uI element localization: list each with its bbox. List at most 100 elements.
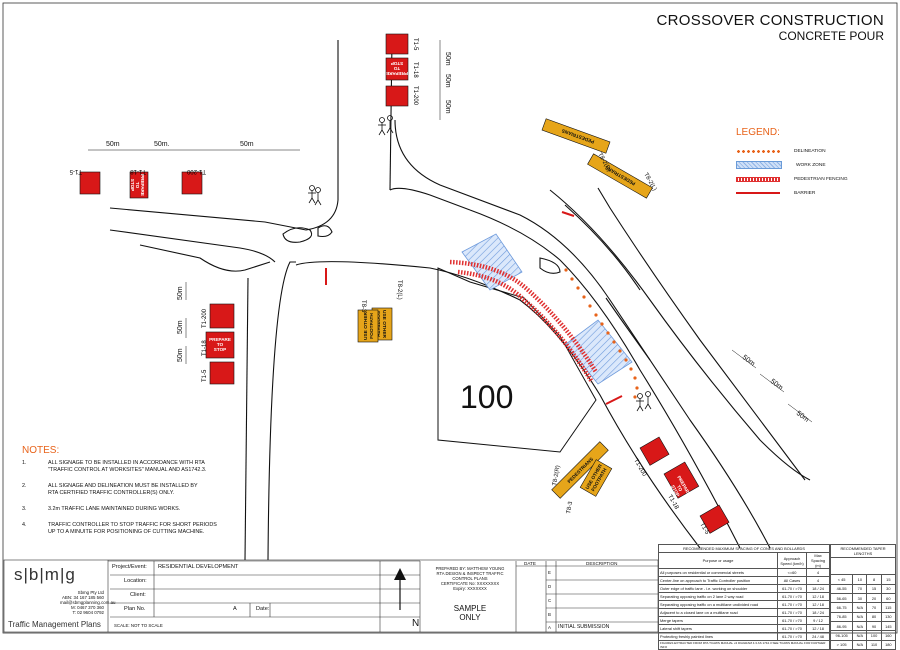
table-cell: 30 <box>880 583 897 595</box>
svg-text:STOP: STOP <box>214 347 226 352</box>
table-cell: 160 <box>880 630 897 641</box>
table-cell: 10 <box>852 574 868 585</box>
table-cell: 145 <box>880 620 897 632</box>
table-cell: 18 / 24 <box>806 584 830 593</box>
road-ext <box>109 229 651 361</box>
table-cell: 70 <box>852 583 868 595</box>
table-cell: 66-75 <box>829 602 854 613</box>
table-cell: 4 <box>806 576 830 585</box>
sign-code: T1-200 <box>202 308 208 328</box>
delineation <box>564 268 639 399</box>
table-cell: <=60 <box>776 568 808 577</box>
prepared-by: PREPARED BY: MATTHEW YOUNG RTA DESIGN & … <box>435 566 505 591</box>
note-item: 4. TRAFFIC CONTROLLER TO STOP TRAFFIC FO… <box>22 522 217 535</box>
table-cell: 80 <box>866 611 882 622</box>
table-cell: 61-70 / >70 <box>776 600 808 609</box>
table-cell: 15 <box>866 583 882 595</box>
dim-label: 50m <box>444 100 451 114</box>
barriers <box>325 211 623 405</box>
dim-label: 50m <box>106 141 120 148</box>
dim-label: 50m <box>177 348 184 362</box>
table-cell: 18 / 24 <box>806 608 830 617</box>
table-heading: RECOMMENDED MAXIMUM SPACING OF CONES AND… <box>658 544 830 553</box>
svg-text:STOP: STOP <box>670 484 681 497</box>
dim-label: 50m. <box>154 141 170 148</box>
table-row: All purposes on residential or commercia… <box>658 568 830 577</box>
dim-label: 50m <box>795 410 810 424</box>
client-label: Client: <box>130 592 146 598</box>
legend: LEGEND: DELINEATION WORK ZONE PEDESTRIAN… <box>736 127 848 200</box>
note-item: 1. ALL SIGNAGE TO BE INSTALLED IN ACCORD… <box>22 460 207 473</box>
legend-label: PEDESTRIAN FENCING <box>794 176 848 182</box>
dim-label: 50m <box>240 141 254 148</box>
plan-revision: A <box>233 606 237 612</box>
dim-label: 50m <box>444 52 451 66</box>
svg-text:FOOTPATH: FOOTPATH <box>369 313 375 339</box>
table-cell: Outer edge of traffic lane - i.e. workin… <box>658 584 778 593</box>
dim-label: 50m <box>177 320 184 334</box>
pedestrian-sign-codes: T8-2(R) T8-2(L) T8-3 T8-2(L) T8-2(R) T8-… <box>360 152 657 514</box>
pedestrian-fencing <box>449 259 598 384</box>
sheet-border <box>2 2 898 634</box>
table-cell: 12 / 18 <box>806 624 830 633</box>
sample-stamp: SAMPLE ONLY <box>453 604 487 622</box>
table-cell: N/A <box>852 639 868 650</box>
sign-code: T1-5 <box>69 168 82 174</box>
site-number: 100 <box>460 379 513 415</box>
sign-code: T1-200 <box>412 86 418 106</box>
rev-header-date: DATE <box>524 561 536 566</box>
svg-text:USE OTHER: USE OTHER <box>381 310 387 339</box>
delineation-swatch <box>736 147 780 155</box>
table-cell: 56-65 <box>829 592 854 604</box>
table-cell: 24 / 48 <box>806 632 830 641</box>
table-cell: 61-70 / >70 <box>776 592 808 601</box>
note-item: 2. ALL SIGNAGE AND DELINEATION MUST BE I… <box>22 483 198 496</box>
table-row: Separating opposing traffic on a multila… <box>658 600 830 609</box>
table-cell: Adjacent to a closed lane on a multilane… <box>658 608 778 617</box>
table-cell: 61-70 / >70 <box>776 624 808 633</box>
table-cell: Separating opposing traffic on a multila… <box>658 600 778 609</box>
table-cell: 15 <box>880 574 897 585</box>
legend-label: BARRIER <box>794 190 816 196</box>
sign-code: T8-2(R) <box>552 465 561 486</box>
note-item: 3. 3.2m TRAFFIC LANE MAINTAINED DURING W… <box>22 506 181 512</box>
pedestrian-signs: PEDESTRIANS PEDESTRIANS USE OTHER FOOTPA… <box>357 118 653 499</box>
svg-text:PREPARE: PREPARE <box>386 71 408 76</box>
table-cell: All purposes on residential or commercia… <box>658 568 778 577</box>
notes-heading: NOTES: <box>22 445 60 456</box>
table-cell: Lateral shift tapers <box>658 624 778 633</box>
legend-item: BARRIER <box>736 186 848 200</box>
project-label: Project/Event: <box>112 564 147 570</box>
table-row: Separating opposing traffic on 2 lane 2 … <box>658 592 830 601</box>
rev-letter: D <box>548 584 552 589</box>
rev-letter: C <box>548 598 552 603</box>
table-cell: 46-55 <box>829 583 854 595</box>
notes: NOTES: 1. ALL SIGNAGE TO BE INSTALLED IN… <box>22 445 322 545</box>
company-logo: s|b|m|g <box>14 565 76 584</box>
prepare-to-stop-signs: PREPARE TO STOP PREPARE TO STOP PREPARE … <box>130 61 692 497</box>
svg-text:TO: TO <box>676 484 684 492</box>
legend-label: DELINEATION <box>794 148 826 154</box>
rev-letter: E <box>548 570 551 575</box>
sign-code: T1-200 <box>632 458 647 478</box>
rev-letter: A <box>548 625 551 630</box>
sign-code: T1-18 <box>202 340 208 356</box>
sign-group-west: T1-5 T1-18 T1-200 <box>69 168 206 199</box>
table-cell: 12 / 18 <box>806 592 830 601</box>
pedestrian-fencing-swatch <box>736 176 780 182</box>
svg-text:PREPARE: PREPARE <box>209 337 231 342</box>
barrier-swatch <box>736 192 780 194</box>
table-row: Outer edge of traffic lane - i.e. workin… <box>658 584 830 593</box>
rev-a-description: INITIAL SUBMISSION <box>558 624 610 630</box>
table-cell: 20 <box>866 592 882 604</box>
table-row: Center-line on approach to Traffic Contr… <box>658 576 830 585</box>
table-cell: 8 <box>866 574 882 585</box>
